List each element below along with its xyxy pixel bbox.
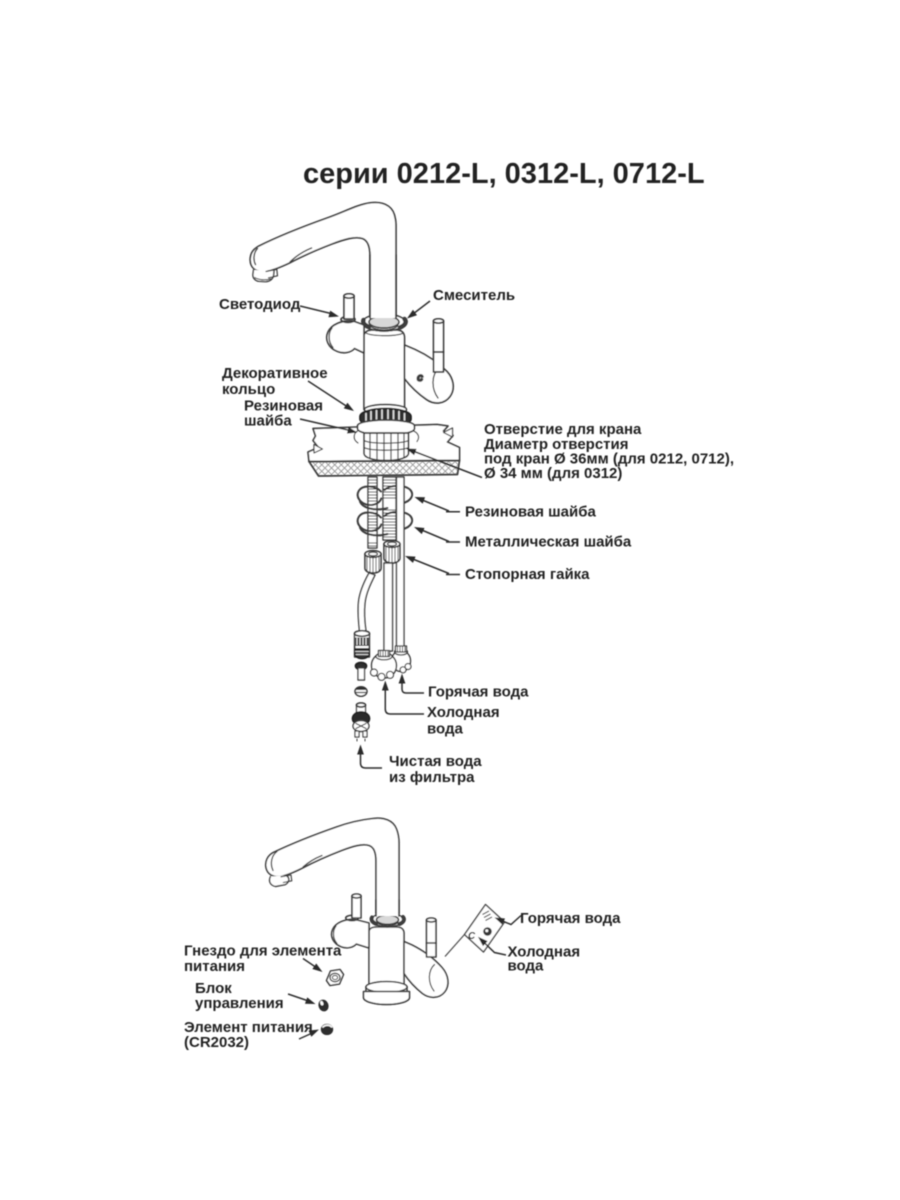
svg-text:Стопорная гайка: Стопорная гайка xyxy=(465,566,590,583)
svg-text:Элемент питания: Элемент питания xyxy=(184,1019,313,1036)
svg-text:c: c xyxy=(417,372,423,384)
svg-text:Металлическая шайба: Металлическая шайба xyxy=(465,534,632,551)
svg-text:Блок: Блок xyxy=(195,980,232,997)
svg-text:Отверстие для крана: Отверстие для крана xyxy=(484,421,642,438)
svg-text:Гнездо для элемента: Гнездо для элемента xyxy=(184,943,342,960)
svg-text:Горячая вода: Горячая вода xyxy=(428,684,529,701)
svg-text:питания: питания xyxy=(184,958,245,975)
svg-text:серии 0212-L, 0312-L, 0712-L: серии 0212-L, 0312-L, 0712-L xyxy=(303,158,705,190)
svg-text:Декоративное: Декоративное xyxy=(222,365,328,382)
svg-text:шайба: шайба xyxy=(244,413,292,430)
svg-text:Чистая вода: Чистая вода xyxy=(389,753,482,770)
svg-text:Холодная: Холодная xyxy=(508,944,581,961)
svg-text:Смеситель: Смеситель xyxy=(433,287,515,304)
svg-text:Ø 34 мм (для 0312): Ø 34 мм (для 0312) xyxy=(484,465,622,482)
svg-text:Диаметр отверстия: Диаметр отверстия xyxy=(484,436,629,453)
svg-text:под кран Ø 36мм (для 0212, 071: под кран Ø 36мм (для 0212, 0712), xyxy=(484,451,734,468)
svg-text:Резиновая шайба: Резиновая шайба xyxy=(465,504,596,521)
svg-text:Холодная: Холодная xyxy=(427,704,500,721)
svg-text:Горячая вода: Горячая вода xyxy=(520,910,621,927)
svg-text:C: C xyxy=(468,931,476,942)
svg-text:вода: вода xyxy=(508,958,545,975)
svg-text:Светодиод: Светодиод xyxy=(219,296,301,313)
svg-text:управления: управления xyxy=(195,995,284,1012)
svg-text:вода: вода xyxy=(427,721,464,738)
svg-text:кольцо: кольцо xyxy=(222,381,275,398)
svg-text:из фильтра: из фильтра xyxy=(389,769,475,786)
svg-text:Резиновая: Резиновая xyxy=(244,398,323,415)
svg-text:(CR2032): (CR2032) xyxy=(184,1034,249,1051)
